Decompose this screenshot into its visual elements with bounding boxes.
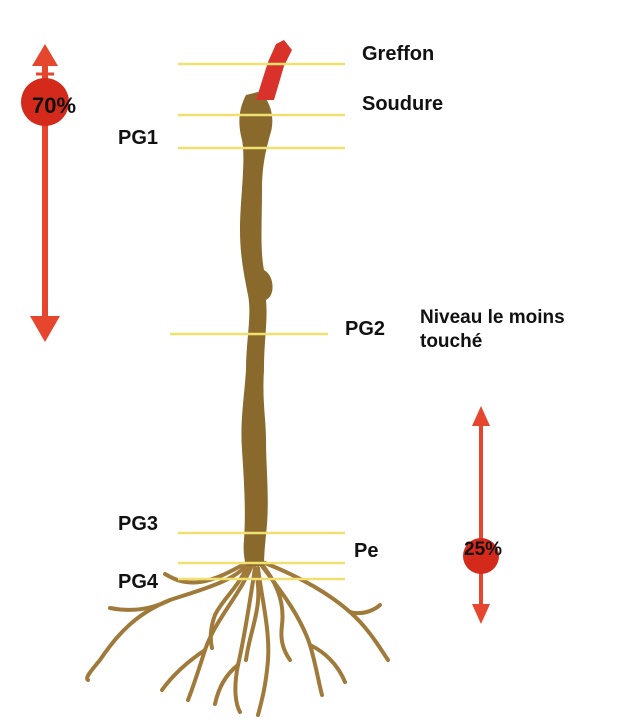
- indicator-top-arrowhead-up: [32, 44, 58, 66]
- indicator-top-arrowhead-down: [30, 316, 60, 342]
- label-greffon: Greffon: [362, 43, 434, 65]
- label-pg1: PG1: [118, 127, 158, 149]
- indicator-top: 70%: [21, 44, 76, 342]
- label-niveau-line1: Niveau le moins: [420, 307, 565, 328]
- label-niveau-line2: touché: [420, 331, 482, 352]
- scion: [256, 40, 292, 100]
- label-pg2: PG2: [345, 318, 385, 340]
- label-pg4: PG4: [118, 571, 159, 593]
- indicator-bottom: 25%: [463, 406, 502, 624]
- indicator-bottom-arrowhead-up: [472, 406, 490, 426]
- indicator-bottom-value: 25%: [464, 539, 502, 560]
- indicator-top-value: 70%: [32, 93, 76, 118]
- indicator-bottom-arrowhead-down: [472, 604, 490, 624]
- label-pg3: PG3: [118, 513, 158, 535]
- label-pe: Pe: [354, 540, 378, 562]
- label-soudure: Soudure: [362, 93, 443, 115]
- trunk: [239, 92, 272, 566]
